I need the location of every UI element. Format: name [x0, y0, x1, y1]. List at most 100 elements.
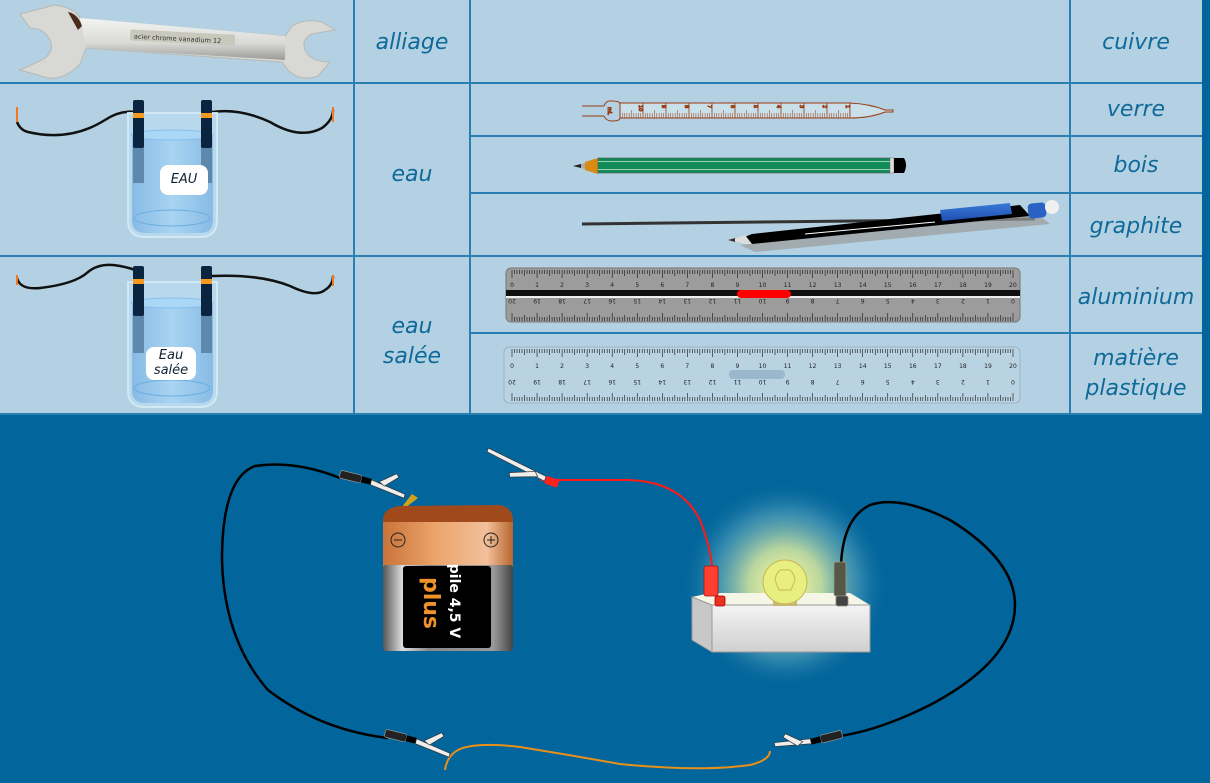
ruler-number: 20	[1009, 363, 1017, 370]
ruler-number: 8	[710, 282, 714, 289]
ruler-number: 11	[784, 282, 792, 289]
ruler-number-inverted: 16	[608, 297, 616, 304]
ruler-number-inverted: 7	[836, 297, 840, 304]
pipette-number: 4	[775, 105, 781, 108]
ruler-number-inverted: 4	[911, 297, 915, 304]
ruler-number-inverted: 15	[633, 378, 641, 385]
ruler-number: 6	[660, 282, 664, 289]
pipette-number: 6	[729, 105, 735, 108]
ruler-number: 16	[909, 363, 917, 370]
ruler-number-inverted: 1	[986, 297, 990, 304]
red-wire	[540, 479, 714, 579]
pipette-number: 3	[798, 105, 804, 108]
label-eau-salee: eau salée	[356, 312, 468, 371]
ruler-number-inverted: 3	[936, 297, 940, 304]
pipette-number: 5	[752, 105, 758, 108]
label-bois: bois	[1113, 153, 1159, 178]
pipette-number: 7	[706, 105, 712, 108]
ruler-slider-red	[737, 290, 791, 298]
electrode-left	[133, 100, 144, 148]
ruler-number: 0	[510, 282, 514, 289]
label-eau: eau	[391, 162, 433, 187]
col-divider-3	[1069, 0, 1071, 414]
ruler-number: 5	[635, 363, 639, 370]
ruler-number-inverted: 13	[683, 297, 691, 304]
ruler-number: 17	[934, 363, 942, 370]
row-divider-4	[0, 255, 1202, 257]
label-eau-salee-line1: eau	[391, 314, 433, 339]
ruler-number-inverted: 6	[861, 297, 865, 304]
ruler-number-inverted: 8	[811, 297, 815, 304]
label-alliage: alliage	[375, 30, 449, 55]
ruler-number-inverted: 7	[836, 378, 840, 385]
label-verre: verre	[1106, 97, 1166, 122]
wrench-label-plate	[129, 29, 236, 46]
ruler-number: 15	[884, 363, 892, 370]
ruler-number-inverted: 1	[986, 378, 990, 385]
row-divider-1	[0, 82, 1202, 84]
ruler-number: 1	[535, 282, 539, 289]
ruler-number-inverted: 6	[861, 378, 865, 385]
ruler-number: 19	[984, 363, 992, 370]
lamp-holder	[691, 559, 871, 653]
pipette-unit: mL	[606, 107, 612, 115]
label-cuivre: cuivre	[1102, 30, 1170, 55]
label-matiere: matière	[1093, 346, 1179, 371]
ruler-number-inverted: 5	[886, 378, 890, 385]
ruler-number-inverted: 9	[785, 378, 789, 385]
ruler-number-inverted: 17	[583, 378, 591, 385]
beaker-label-water: EAU	[160, 165, 208, 195]
beaker-salt-water	[15, 263, 335, 408]
ruler-number: 18	[959, 282, 967, 289]
label-graphite: graphite	[1089, 214, 1183, 239]
label-matiere-plastique: matière plastique	[1072, 344, 1200, 403]
ruler-number-inverted: 12	[708, 378, 716, 385]
col-divider-1	[353, 0, 355, 414]
ruler-number: 18	[959, 363, 967, 370]
plastic-ruler-slider	[729, 370, 785, 379]
ruler-number: 17	[934, 282, 942, 289]
row-divider-3	[470, 192, 1202, 194]
row-divider-2	[470, 135, 1202, 137]
ruler-number-inverted: 4	[911, 378, 915, 385]
ruler-number: 13	[834, 363, 842, 370]
ruler-number-inverted: 14	[658, 297, 666, 304]
ruler-number: 3	[585, 363, 589, 370]
ruler-number-inverted: 3	[936, 378, 940, 385]
orange-wire	[444, 743, 771, 771]
light-bulb	[762, 559, 808, 605]
ruler-number-inverted: 8	[811, 378, 815, 385]
ruler-number-inverted: 19	[533, 297, 541, 304]
ruler-number-inverted: 2	[961, 297, 965, 304]
ruler-number-inverted: 2	[961, 378, 965, 385]
ruler-number: 7	[685, 282, 689, 289]
pipette-number: 8	[683, 105, 689, 108]
ruler-number: 4	[610, 282, 614, 289]
ruler-number: 13	[834, 282, 842, 289]
ruler-number: 15	[884, 282, 892, 289]
ruler-number: 14	[859, 363, 867, 370]
ruler-number: 6	[660, 363, 664, 370]
beaker-label-salt-water: Eau salée	[146, 347, 196, 380]
label-plastique: plastique	[1085, 375, 1187, 401]
ruler-number: 1	[535, 363, 539, 370]
battery-label-voltage: pile 4,5 V	[446, 564, 462, 639]
ruler-number: 20	[1009, 282, 1017, 289]
aluminium-ruler-graduations: 0011223344556677889910101111121213131414…	[508, 270, 1017, 321]
clip-top-left	[339, 470, 406, 499]
ruler-number-inverted: 18	[558, 378, 566, 385]
label-eau-salee-line2: salée	[382, 343, 442, 369]
black-wire-right	[839, 500, 1017, 738]
red-plug	[703, 565, 719, 597]
battery-plus-terminal	[483, 532, 499, 548]
plastic-ruler-graduations: 0011223344556677889910101111121213131414…	[508, 349, 1017, 401]
ruler-number: 9	[736, 363, 740, 370]
ruler-number: 12	[809, 363, 817, 370]
col-divider-2	[469, 0, 471, 414]
ruler-number: 2	[560, 282, 564, 289]
electrode-right	[201, 100, 212, 148]
ruler-number: 0	[510, 363, 514, 370]
ruler-number-inverted: 11	[733, 297, 741, 304]
